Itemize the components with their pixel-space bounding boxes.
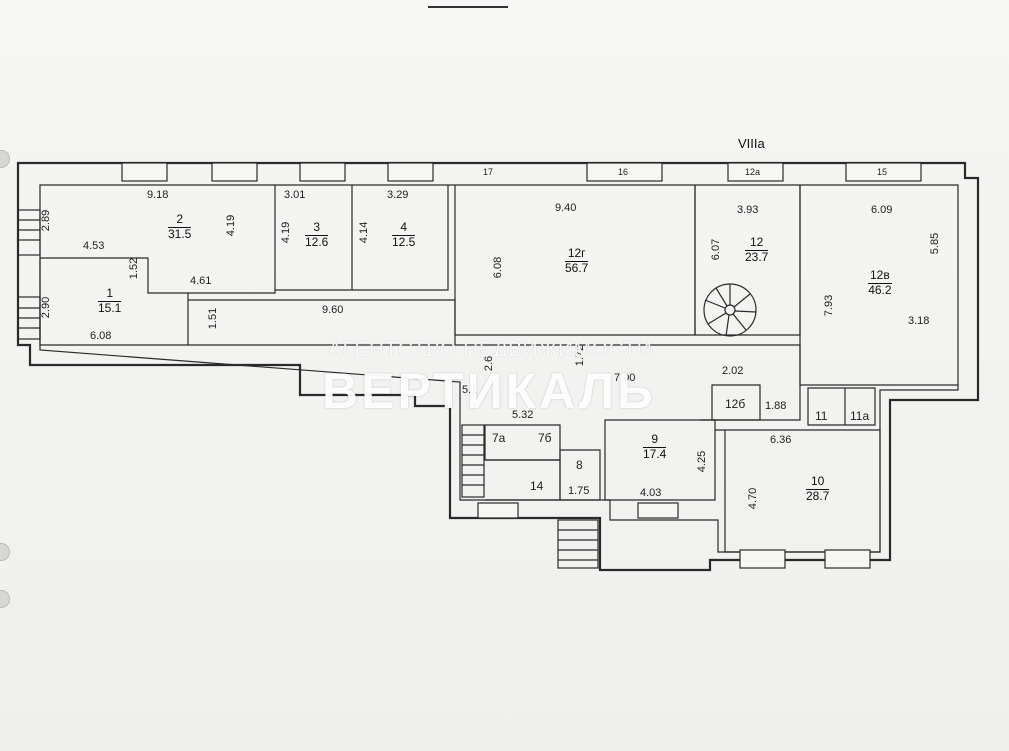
dimension: 6.08 [90, 330, 112, 342]
dimension: 6.36 [770, 434, 792, 446]
dimension: 2.89 [40, 209, 53, 232]
watermark-subtitle: АГЕНТСТВО НЕДВИЖИМОСТИ [328, 338, 653, 361]
dimension: 4.19 [225, 214, 238, 237]
window-tag: 17 [483, 167, 494, 177]
window [824, 549, 871, 569]
room-tag-11: 11 [815, 409, 828, 423]
dimension: 3.01 [284, 189, 306, 201]
window [121, 162, 168, 182]
room-9-walls [604, 419, 716, 501]
spiral-stair [703, 283, 757, 337]
window [739, 549, 786, 569]
section-label: VIIIa [738, 136, 765, 151]
dimension: 1.51 [207, 307, 220, 330]
dimension: 4.19 [280, 221, 293, 244]
dimension: 4.61 [190, 275, 212, 287]
window [299, 162, 346, 182]
room-tag-14: 14 [530, 479, 544, 493]
room-tag-8: 8 [576, 458, 583, 472]
room-tag-11a: 11а [850, 409, 870, 423]
entrance-steps-left [17, 209, 41, 340]
window [727, 162, 784, 182]
room-tag-7a: 7а [492, 431, 506, 445]
window [845, 162, 922, 182]
dimension: 5.32 [512, 409, 534, 421]
room-tag-7b: 7б [538, 431, 552, 445]
room-12b-walls [711, 384, 761, 421]
dimension: 4.03 [640, 487, 662, 499]
dimension: 6.09 [871, 204, 893, 216]
room-10-walls [715, 429, 881, 553]
room-14-walls [485, 459, 561, 501]
window-tag: 15 [877, 167, 888, 177]
entrance-steps [557, 519, 599, 569]
dimension: 3.29 [387, 189, 409, 201]
dimension: 3.18 [908, 315, 930, 327]
window [637, 502, 679, 519]
dimension: 3.93 [737, 204, 759, 216]
dimension: 1.75 [568, 485, 590, 497]
stair-block-left [461, 424, 485, 498]
dimension: 6.08 [492, 256, 505, 279]
dimension: 9.18 [147, 189, 169, 201]
dimension: 9.60 [322, 304, 344, 316]
inner-outline [39, 184, 959, 553]
dimension: 5.1 [462, 384, 478, 396]
room-2-walls [40, 185, 276, 294]
watermark-brand: ВЕРТИКАЛЬ [322, 363, 656, 419]
dimension: 4.53 [83, 240, 105, 252]
dimension: 4.25 [696, 450, 709, 473]
window [211, 162, 258, 182]
room-tag-12b: 12б [725, 397, 746, 411]
window-tag: 16 [618, 167, 629, 177]
window [477, 502, 519, 519]
dimension: 7.93 [823, 294, 836, 317]
dimension: 4.14 [358, 221, 371, 244]
dimension: 4.70 [747, 487, 760, 510]
window-tag: 12а [745, 167, 761, 177]
dimension: 5.85 [929, 232, 942, 255]
dimension: 2.90 [40, 296, 53, 319]
window [387, 162, 434, 182]
dimension: 6.07 [710, 238, 723, 261]
window [586, 162, 663, 182]
dimension: 9.40 [555, 202, 577, 214]
dimension: 2.02 [722, 365, 744, 377]
room-11-walls [807, 387, 876, 426]
top-heading-mark [428, 0, 508, 8]
room-4-walls [352, 185, 449, 291]
dimension: 1.88 [765, 400, 787, 412]
outer-wall [16, 161, 980, 572]
dimension: 7.00 [614, 372, 636, 384]
dimension: 1.52 [128, 257, 141, 280]
